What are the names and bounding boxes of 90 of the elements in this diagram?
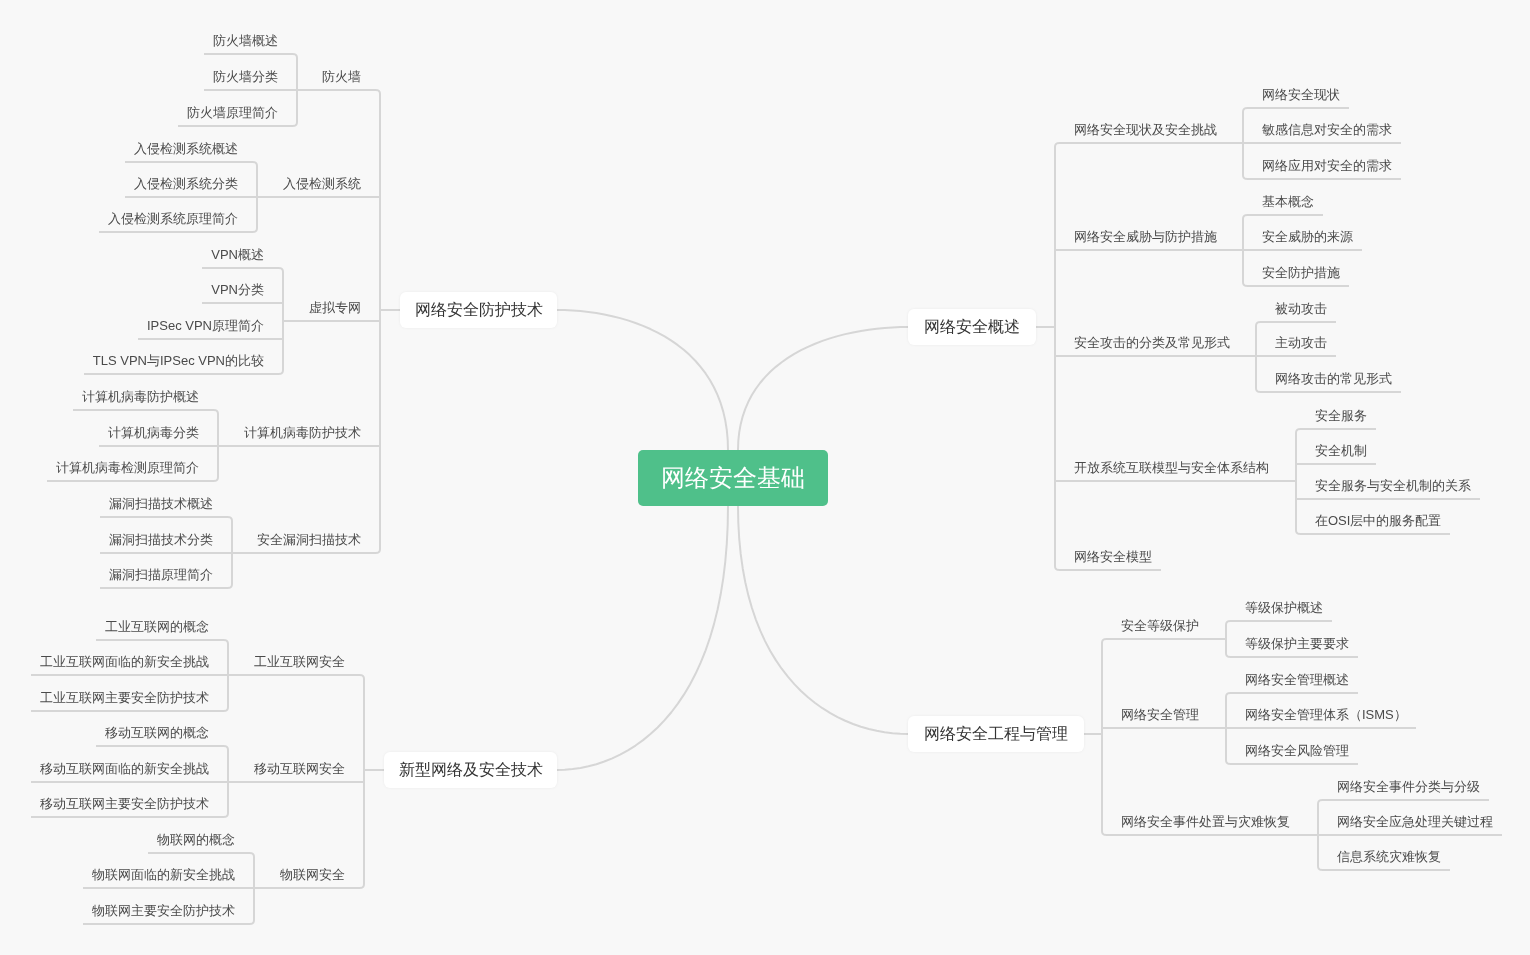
branch-line — [252, 161, 258, 233]
leaf-topic: VPN分类 — [202, 278, 279, 304]
leaf-topic: 计算机病毒分类 — [99, 421, 214, 447]
leaf-topic: 漏洞扫描技术概述 — [100, 492, 228, 518]
leaf-topic: 移动互联网主要安全防护技术 — [31, 792, 224, 818]
branch-topic: 网络安全管理 — [1106, 703, 1226, 729]
branch-topic: 网络安全现状及安全挑战 — [1059, 118, 1243, 144]
branch-topic: 安全等级保护 — [1106, 614, 1226, 640]
branch-topic: 开放系统互联模型与安全体系结构 — [1059, 456, 1296, 482]
branch-line — [1317, 799, 1323, 871]
leaf-topic: 移动互联网面临的新安全挑战 — [31, 757, 224, 783]
leaf-topic: 入侵检测系统概述 — [125, 137, 253, 163]
leaf-topic: 网络安全模型 — [1059, 545, 1161, 571]
branch-topic: 虚拟专网 — [283, 296, 376, 322]
branch-topic: 物联网安全 — [254, 863, 360, 889]
leaf-topic: 物联网面临的新安全挑战 — [83, 863, 250, 889]
main-topic-box: 网络安全防护技术 — [400, 292, 557, 328]
leaf-topic: 工业互联网面临的新安全挑战 — [31, 650, 224, 676]
leaf-topic: 网络安全管理概述 — [1230, 668, 1358, 694]
leaf-topic: 基本概念 — [1247, 190, 1323, 216]
branch-topic: 网络安全威胁与防护措施 — [1059, 225, 1243, 251]
branch-line — [1255, 321, 1261, 393]
branch-line — [213, 409, 219, 482]
leaf-topic: 防火墙概述 — [204, 29, 293, 55]
branch-topic: 安全漏洞扫描技术 — [232, 528, 376, 554]
leaf-topic: 移动互联网的概念 — [96, 721, 224, 747]
main-topic-box: 网络安全概述 — [908, 309, 1036, 345]
leaf-topic: 计算机病毒防护概述 — [73, 385, 214, 411]
leaf-topic: 网络安全应急处理关键过程 — [1322, 810, 1502, 836]
leaf-topic: 信息系统灾难恢复 — [1322, 845, 1450, 871]
leaf-topic: 防火墙分类 — [204, 65, 293, 91]
leaf-topic: 漏洞扫描原理简介 — [100, 563, 228, 589]
leaf-topic: 主动攻击 — [1260, 331, 1336, 357]
branch-line — [249, 852, 255, 925]
branch-line — [1242, 214, 1248, 287]
branch-topic: 入侵检测系统 — [257, 172, 376, 198]
leaf-topic: VPN概述 — [202, 243, 279, 269]
branch-curve — [737, 505, 909, 735]
branch-line — [1083, 638, 1107, 836]
leaf-topic: 安全机制 — [1300, 439, 1376, 465]
leaf-topic: 被动攻击 — [1260, 297, 1336, 323]
branch-curve — [737, 326, 909, 451]
branch-line — [1242, 107, 1248, 180]
leaf-topic: 网络安全管理体系（ISMS） — [1230, 703, 1416, 729]
branch-topic: 安全攻击的分类及常见形式 — [1059, 331, 1256, 357]
leaf-topic: 等级保护主要要求 — [1230, 632, 1358, 658]
leaf-topic: 网络安全事件分类与分级 — [1322, 775, 1489, 801]
leaf-topic: 在OSI层中的服务配置 — [1300, 509, 1451, 535]
branch-line — [1295, 428, 1301, 535]
leaf-topic: 入侵检测系统分类 — [125, 172, 253, 198]
leaf-topic: 安全威胁的来源 — [1247, 225, 1362, 251]
branch-line — [1225, 692, 1231, 765]
leaf-topic: 计算机病毒检测原理简介 — [47, 456, 214, 482]
main-topic-box: 网络安全工程与管理 — [908, 716, 1084, 752]
branch-topic: 网络安全事件处置与灾难恢复 — [1106, 810, 1318, 836]
leaf-topic: 漏洞扫描技术分类 — [100, 528, 228, 554]
central-topic-box: 网络安全基础 — [638, 450, 828, 506]
branch-line — [223, 745, 229, 818]
leaf-topic: 工业互联网主要安全防护技术 — [31, 686, 224, 712]
branch-curve — [556, 505, 729, 771]
branch-topic: 移动互联网安全 — [228, 757, 360, 783]
branch-line — [359, 674, 385, 889]
branch-topic: 计算机病毒防护技术 — [218, 421, 376, 447]
leaf-topic: 网络攻击的常见形式 — [1260, 367, 1401, 393]
branch-line — [278, 267, 284, 375]
leaf-topic: 网络安全现状 — [1247, 83, 1349, 109]
branch-line — [1035, 142, 1060, 571]
main-topic-box: 新型网络及安全技术 — [384, 752, 557, 788]
branch-line — [1225, 620, 1231, 658]
branch-line — [227, 516, 233, 589]
branch-line — [292, 53, 298, 127]
leaf-topic: 物联网主要安全防护技术 — [83, 899, 250, 925]
leaf-topic: TLS VPN与IPSec VPN的比较 — [83, 349, 279, 375]
branch-topic: 防火墙 — [297, 65, 376, 91]
leaf-topic: 网络应用对安全的需求 — [1247, 154, 1401, 180]
leaf-topic: 安全服务 — [1300, 404, 1376, 430]
leaf-topic: 工业互联网的概念 — [96, 615, 224, 641]
branch-curve — [556, 309, 729, 451]
leaf-topic: 敏感信息对安全的需求 — [1247, 118, 1401, 144]
branch-line — [223, 639, 229, 712]
leaf-topic: 安全防护措施 — [1247, 261, 1349, 287]
leaf-topic: 防火墙原理简介 — [178, 101, 293, 127]
leaf-topic: 网络安全风险管理 — [1230, 739, 1358, 765]
leaf-topic: 等级保护概述 — [1230, 596, 1332, 622]
leaf-topic: IPSec VPN原理简介 — [137, 314, 279, 340]
branch-line — [375, 89, 401, 554]
leaf-topic: 入侵检测系统原理简介 — [99, 207, 253, 233]
leaf-topic: 物联网的概念 — [148, 828, 250, 854]
branch-topic: 工业互联网安全 — [228, 650, 360, 676]
leaf-topic: 安全服务与安全机制的关系 — [1300, 474, 1480, 500]
